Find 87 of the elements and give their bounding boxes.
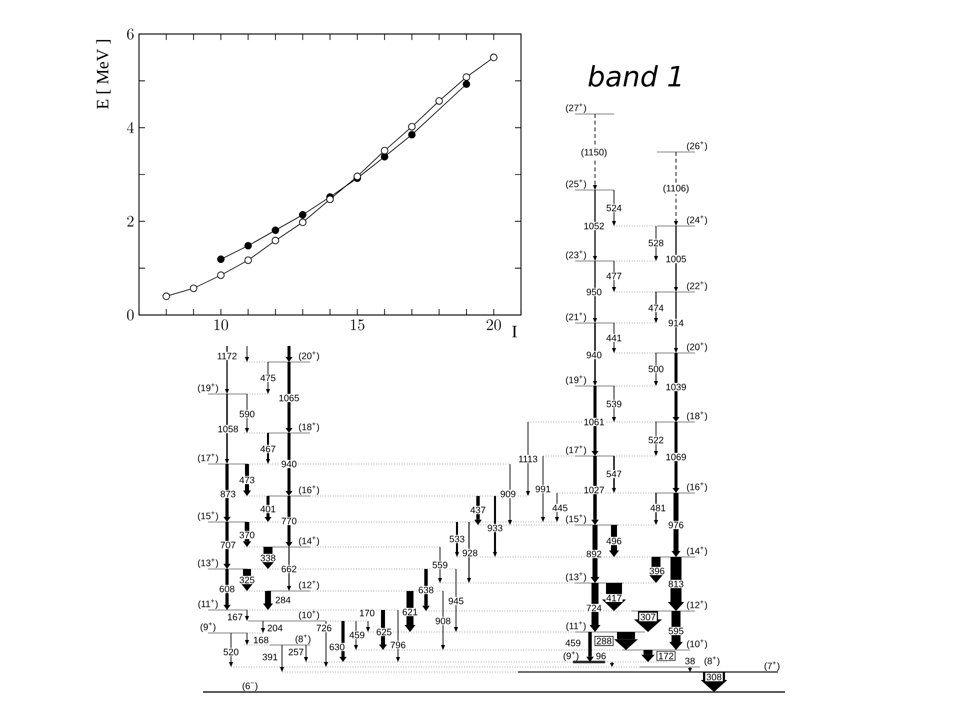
edge-label: 608 [218, 584, 236, 594]
edge-label: 528 [647, 238, 665, 248]
edge-label: 288 [594, 636, 614, 646]
edge-label: 370 [238, 530, 256, 540]
edge-label: 908 [434, 616, 452, 626]
edge-label: 976 [667, 520, 685, 530]
edge-label: 467 [259, 444, 277, 454]
edge-label: 524 [605, 204, 623, 212]
edge-label: 500 [647, 364, 665, 374]
edge-label: 1039 [664, 382, 688, 392]
edge-label: 638 [417, 586, 435, 594]
edge-label: 477 [605, 272, 623, 280]
x-axis-title: I [512, 326, 517, 338]
y-tick-label: 2 [127, 216, 134, 226]
edge-label: 892 [585, 550, 603, 558]
edge-label: 621 [401, 608, 419, 616]
edge-label: 284 [274, 596, 292, 604]
edge-label: 391 [261, 652, 279, 662]
edge-label: 401 [259, 504, 277, 514]
edge-label: 595 [667, 626, 685, 636]
edge-label: 441 [605, 334, 623, 342]
edge-label: 96 [595, 652, 607, 660]
y-tick-label: 4 [126, 122, 134, 133]
edge-label: 168 [252, 636, 270, 644]
edge-label: 338 [259, 554, 277, 562]
edge-label: 707 [219, 540, 237, 550]
edge-label: 625 [375, 628, 393, 636]
edge-label: 940 [280, 460, 298, 468]
edge-label: 796 [389, 640, 407, 650]
edge-label: 539 [605, 400, 623, 408]
edge-label: 257 [287, 648, 305, 656]
edge-label: 1172 [216, 352, 238, 360]
x-tick-label: 15 [350, 319, 364, 330]
edge-label: 474 [647, 304, 665, 312]
edge-label: 933 [486, 524, 504, 532]
y-tick-label: 0 [127, 310, 134, 320]
edge-label: 475 [259, 374, 277, 382]
edge-label: 473 [238, 476, 256, 484]
x-tick-label: 10 [214, 319, 228, 330]
edge-label: 204 [266, 624, 284, 632]
edge-label: 547 [605, 470, 623, 478]
edge-label: 1005 [664, 254, 688, 264]
edge-label: 481 [649, 504, 667, 512]
edge-label: 1058 [216, 424, 240, 434]
y-axis-title: E [ MeV ] [96, 40, 111, 109]
edge-label: 533 [448, 534, 466, 544]
edge-label: (1106) [662, 184, 690, 194]
edge-label: 813 [667, 580, 685, 588]
edge-label: 909 [499, 490, 517, 498]
edge-label: 308 [704, 672, 724, 682]
edge-label: 991 [534, 484, 552, 494]
edge-label: 770 [280, 516, 298, 526]
edge-label: 459 [348, 630, 366, 640]
edge-label: 940 [585, 350, 603, 360]
edge-label: 630 [328, 642, 346, 652]
edge-label: 522 [647, 436, 665, 444]
edge-label: 445 [551, 504, 569, 512]
x-tick-label: 20 [486, 319, 501, 330]
edge-label: 1027 [582, 486, 606, 494]
edge-label: 325 [238, 576, 256, 584]
edge-label: 396 [648, 566, 666, 576]
edge-label: 307 [638, 612, 658, 622]
edge-label: 590 [238, 410, 256, 418]
edge-label: 928 [461, 548, 479, 558]
band-label: band 1 [588, 65, 680, 87]
edge-label: 1113 [518, 454, 538, 464]
edge-label: 496 [605, 536, 623, 546]
edge-label: 1069 [664, 452, 688, 462]
edge-label: 945 [447, 596, 465, 606]
edge-label: 726 [315, 624, 333, 632]
edge-label: 172 [656, 651, 676, 661]
edge-label: 1065 [278, 394, 300, 402]
edge-label: 1061 [582, 418, 606, 426]
edge-label: 170 [358, 608, 376, 618]
y-tick-label: 6 [127, 28, 134, 40]
edge-label: 520 [222, 648, 240, 656]
edge-label: 167 [226, 612, 244, 622]
edge-label: 873 [219, 490, 237, 498]
edge-label: 950 [585, 288, 603, 296]
edge-label: 459 [564, 638, 582, 648]
edge-label: (1150) [580, 148, 608, 158]
edge-label: 724 [585, 604, 603, 612]
edge-label: 914 [667, 318, 685, 328]
edge-label: 1052 [582, 222, 606, 230]
edge-label: 559 [431, 560, 449, 570]
edge-label: 437 [469, 506, 487, 514]
edge-label: 662 [280, 564, 298, 574]
